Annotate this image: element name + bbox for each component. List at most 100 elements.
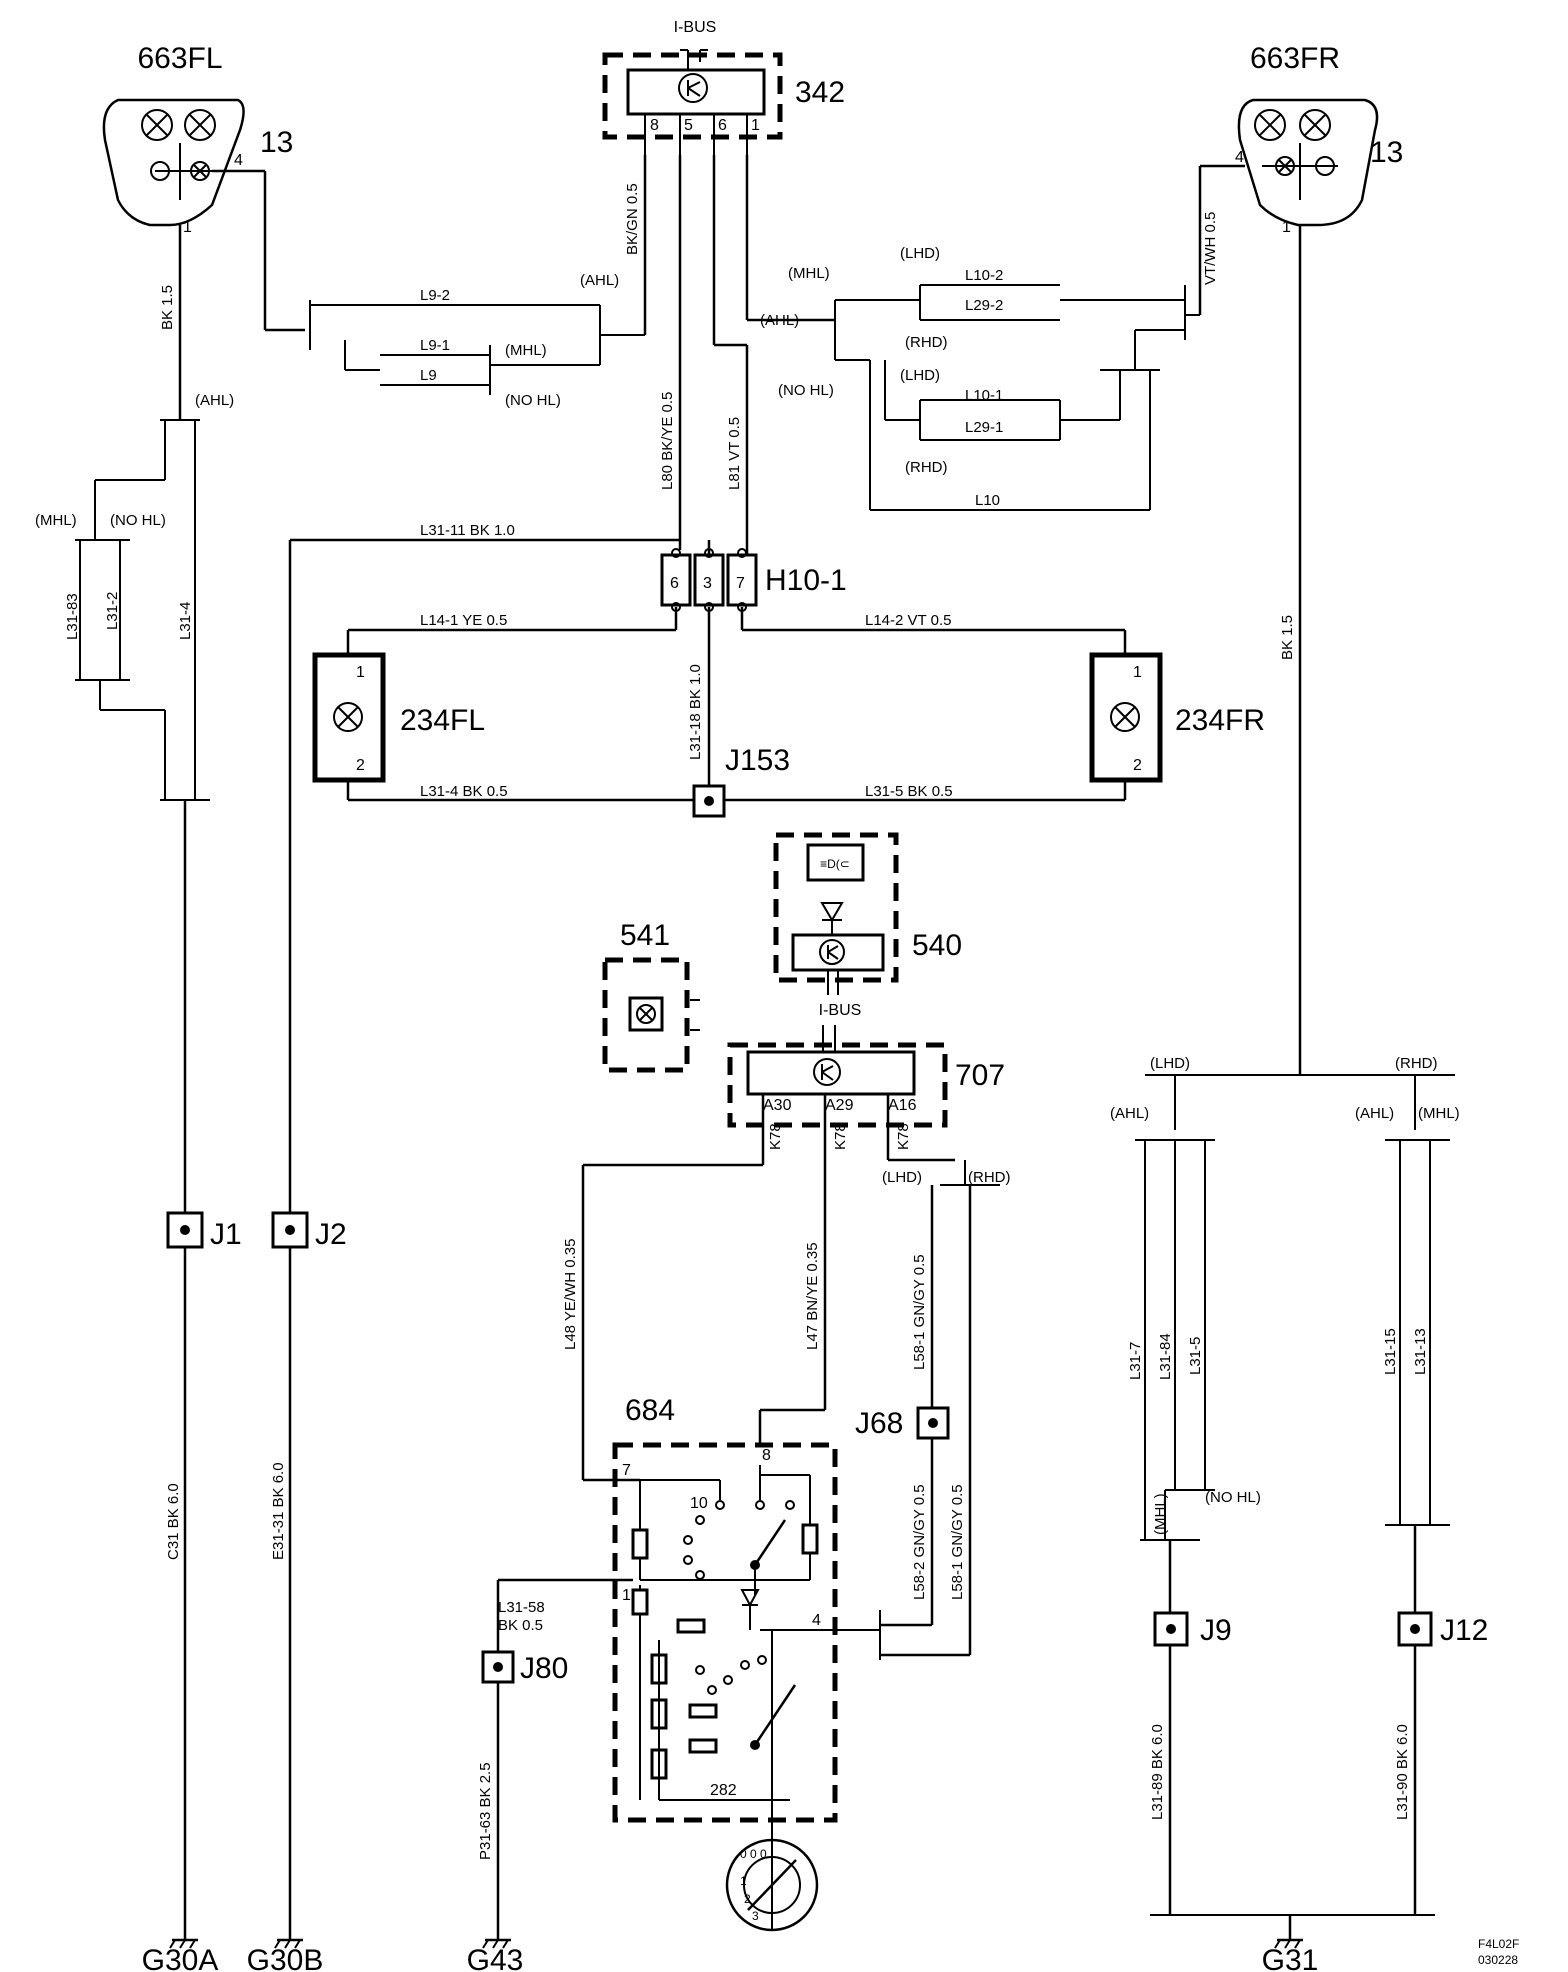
rotary-knob: 0 0 0 1 2 3 bbox=[725, 1838, 819, 1932]
wire-l58-1a: L58-1 GN/GY 0.5 bbox=[911, 1254, 928, 1370]
wire-e31: E31-31 BK 6.0 bbox=[270, 1462, 287, 1560]
label-ibus-top: I-BUS bbox=[674, 19, 717, 36]
left-bundle bbox=[75, 419, 210, 1940]
variant-ahl-right: (AHL) bbox=[760, 312, 799, 329]
wire-l48: L48 YE/WH 0.35 bbox=[562, 1239, 579, 1350]
pin-707-a16: A16 bbox=[888, 1097, 917, 1114]
variant-lhd-right1: (LHD) bbox=[900, 245, 940, 262]
wire-l31-83: L31-83 bbox=[64, 593, 81, 640]
switch-684 bbox=[612, 1442, 838, 1930]
svg-text:0 0 0: 0 0 0 bbox=[740, 1847, 767, 1861]
wire-l31-89: L31-89 BK 6.0 bbox=[1149, 1724, 1166, 1820]
wire-l80: L80 BK/YE 0.5 bbox=[659, 392, 676, 490]
pin-707-a29: A29 bbox=[825, 1097, 854, 1114]
variant-rhd-707: (RHD) bbox=[968, 1169, 1011, 1186]
wire-l29-1: L29-1 bbox=[965, 419, 1003, 436]
label-g30a: G30A bbox=[142, 1944, 219, 1972]
pin-4-fl: 4 bbox=[234, 152, 243, 169]
wire-l14-2: L14-2 VT 0.5 bbox=[865, 612, 951, 629]
svg-text:1: 1 bbox=[740, 1874, 747, 1888]
label-g31: G31 bbox=[1262, 1944, 1319, 1972]
wire-l9: L9 bbox=[420, 367, 437, 384]
label-j12: J12 bbox=[1440, 1614, 1488, 1647]
variant-mhl-right: (MHL) bbox=[788, 265, 830, 282]
wire-l29-2: L29-2 bbox=[965, 297, 1003, 314]
variant-rhd-ground: (RHD) bbox=[1395, 1055, 1438, 1072]
pin-fog-fl-1: 1 bbox=[356, 664, 365, 681]
label-234fl: 234FL bbox=[400, 704, 485, 737]
variant-nohl-left: (NO HL) bbox=[110, 512, 166, 529]
wire-l31-5-bottom: L31-5 BK 0.5 bbox=[865, 783, 953, 800]
variant-nohl-l9: (NO HL) bbox=[505, 392, 561, 409]
top-wiring bbox=[178, 155, 1302, 1075]
variant-rhd-right1: (RHD) bbox=[905, 334, 948, 351]
wire-bkgn: BK/GN 0.5 bbox=[624, 183, 641, 255]
label-663fl: 663FL bbox=[137, 42, 222, 75]
wire-l31-84: L31-84 bbox=[1157, 1333, 1174, 1380]
pin-1-fr: 1 bbox=[1282, 219, 1291, 236]
label-j68: J68 bbox=[855, 1407, 903, 1440]
variant-nohl-j: (NO HL) bbox=[1205, 1489, 1261, 1506]
wire-l31-4-bottom: L31-4 BK 0.5 bbox=[420, 783, 508, 800]
wire-l10-2: L10-2 bbox=[965, 267, 1003, 284]
wire-l31-4: L31-4 bbox=[177, 602, 194, 640]
pin-707-a30: A30 bbox=[763, 1097, 792, 1114]
label-g43: G43 bbox=[467, 1944, 524, 1972]
drawing-date: 030228 bbox=[1478, 1953, 1518, 1967]
variant-nohl-right: (NO HL) bbox=[778, 382, 834, 399]
label-ibus-mid: I-BUS bbox=[819, 1002, 862, 1019]
wire-l10-1: L10-1 bbox=[965, 387, 1003, 404]
label-541: 541 bbox=[620, 919, 670, 952]
label-j153: J153 bbox=[725, 744, 790, 777]
wire-l31-15: L31-15 bbox=[1382, 1328, 1399, 1375]
variant-mhl-l9: (MHL) bbox=[505, 342, 547, 359]
wire-l31-90: L31-90 BK 6.0 bbox=[1394, 1724, 1411, 1820]
k78-a16: K78 bbox=[895, 1123, 912, 1150]
wire-l31-58: L31-58 bbox=[498, 1599, 545, 1616]
wire-c31: C31 BK 6.0 bbox=[165, 1483, 182, 1560]
variant-ahl-left: (AHL) bbox=[195, 392, 234, 409]
fog-wiring bbox=[346, 607, 1127, 802]
label-342: 342 bbox=[795, 76, 845, 109]
wire-p31-63: P31-63 BK 2.5 bbox=[477, 1762, 494, 1860]
fog-lamp-234fl bbox=[312, 652, 386, 783]
wire-l9-2: L9-2 bbox=[420, 287, 450, 304]
wire-bk15-right: BK 1.5 bbox=[1279, 615, 1296, 660]
label-j1: J1 bbox=[210, 1218, 242, 1251]
label-13-left: 13 bbox=[260, 126, 293, 159]
wire-l31-2: L31-2 bbox=[104, 592, 121, 630]
pin-h10-3: 3 bbox=[703, 575, 712, 592]
wire-l58-1b: L58-1 GN/GY 0.5 bbox=[949, 1484, 966, 1600]
pin-342-6: 6 bbox=[718, 117, 727, 134]
pin-342-1: 1 bbox=[751, 117, 760, 134]
wire-l10: L10 bbox=[975, 492, 1000, 509]
wire-vtwh: VT/WH 0.5 bbox=[1202, 212, 1219, 285]
variant-mhl-left: (MHL) bbox=[35, 512, 77, 529]
variant-ahl-l9: (AHL) bbox=[580, 272, 619, 289]
connector-h10-1 bbox=[660, 548, 758, 612]
svg-text:3: 3 bbox=[752, 1909, 759, 1923]
headlamp-663fr bbox=[1237, 98, 1379, 227]
label-540: 540 bbox=[912, 929, 962, 962]
wiring-j80 bbox=[496, 1578, 633, 1940]
headlamp-663fl bbox=[102, 98, 245, 227]
pin-sw-4: 4 bbox=[812, 1612, 821, 1629]
wiring-707-684 bbox=[581, 1094, 1000, 1660]
variant-ahl-ground-left: (AHL) bbox=[1110, 1105, 1149, 1122]
variant-ahl-ground-right: (AHL) bbox=[1355, 1105, 1394, 1122]
module-540: ≡D(⊂ bbox=[773, 832, 899, 995]
label-707: 707 bbox=[955, 1059, 1005, 1092]
drawing-code: F4L02F bbox=[1478, 1937, 1519, 1951]
wire-l31-11: L31-11 BK 1.0 bbox=[420, 522, 515, 539]
pin-fog-fr-1: 1 bbox=[1133, 664, 1142, 681]
variant-lhd-707: (LHD) bbox=[882, 1169, 922, 1186]
variant-lhd-right2: (LHD) bbox=[900, 367, 940, 384]
k78-a29: K78 bbox=[832, 1123, 849, 1150]
label-234fr: 234FR bbox=[1175, 704, 1265, 737]
label-j2: J2 bbox=[315, 1218, 347, 1251]
label-j80: J80 bbox=[520, 1652, 568, 1685]
wire-l47: L47 BN/YE 0.35 bbox=[804, 1242, 821, 1350]
module-541 bbox=[602, 957, 700, 1073]
label-282: 282 bbox=[710, 1782, 737, 1799]
